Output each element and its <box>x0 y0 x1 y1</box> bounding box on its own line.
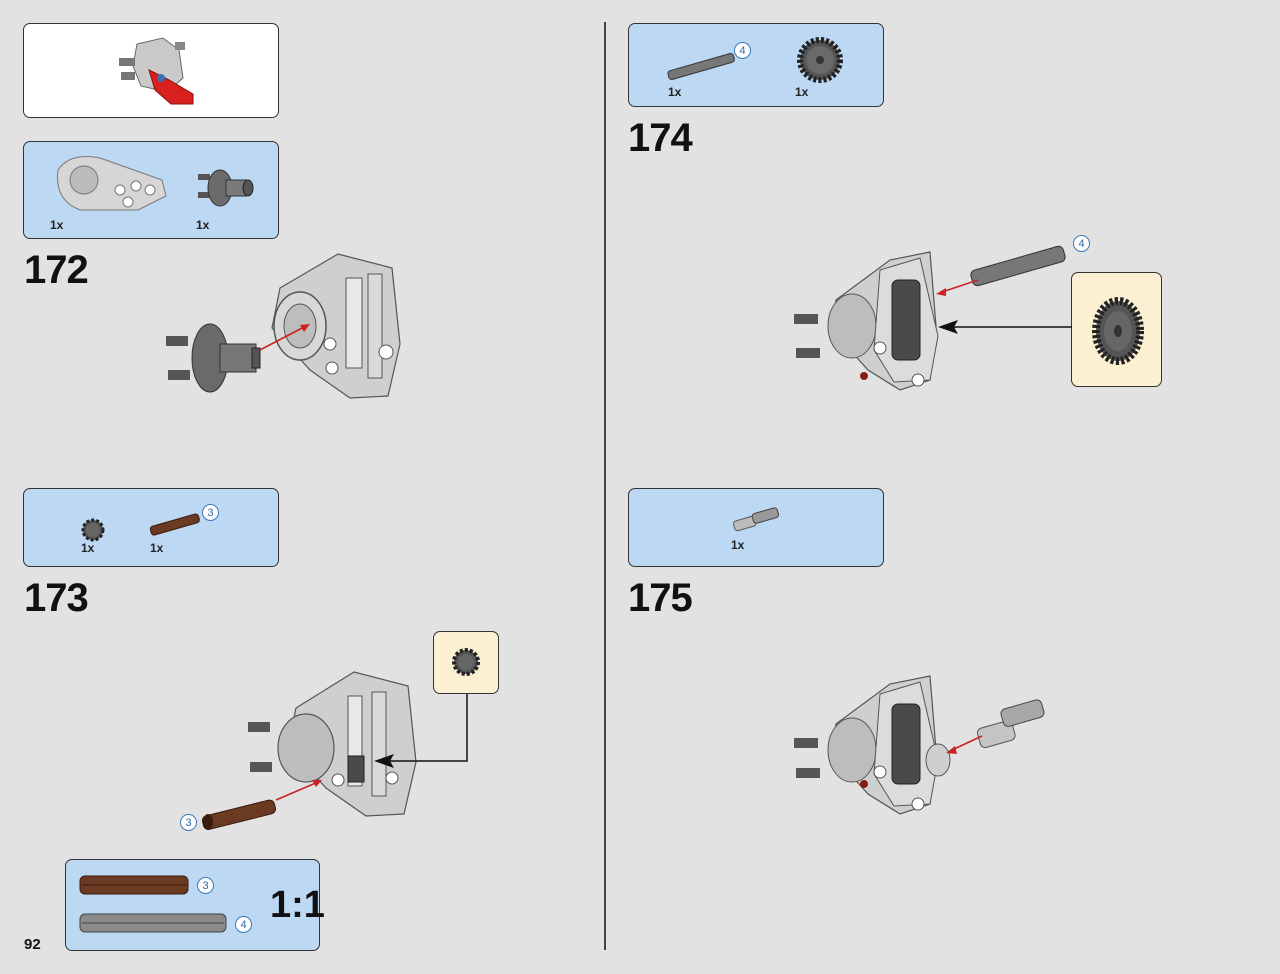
step-number: 175 <box>628 576 693 620</box>
step-175-assembly <box>794 675 1045 815</box>
page-number: 92 <box>24 936 41 953</box>
scale-length-badge: 3 <box>197 877 214 894</box>
step-175-parts-panel: 1x <box>628 488 884 567</box>
axle-length-badge: 4 <box>734 42 751 59</box>
housing-part-icon <box>56 156 167 211</box>
submodel-thumbnail <box>119 37 194 105</box>
axle-length-badge: 4 <box>1073 235 1090 252</box>
step-172-assembly <box>166 253 401 399</box>
step-number: 174 <box>628 116 693 160</box>
scale-guide-panel: 3 4 1:1 <box>65 859 325 951</box>
part-qty: 1x <box>81 541 95 555</box>
step-174-assembly <box>794 245 1072 391</box>
part-qty: 1x <box>731 538 745 552</box>
step-173-parts-panel: 1x 3 1x <box>23 488 279 567</box>
brown-axle-part-icon <box>149 513 200 536</box>
step-173-callout <box>433 631 499 694</box>
scale-length-badge: 4 <box>235 916 252 933</box>
axle-length-badge: 3 <box>180 814 197 831</box>
gray-axle-scale-icon <box>79 913 227 933</box>
part-qty: 1x <box>150 541 164 555</box>
brown-axle-scale-icon <box>79 875 189 895</box>
large-gear-part-icon <box>797 37 843 83</box>
part-qty: 1x <box>795 85 809 99</box>
driveshaft-hub-part-icon <box>198 169 254 207</box>
gray-axle-part-icon <box>667 52 735 80</box>
scale-label: 1:1 <box>270 884 325 926</box>
step-173-assembly <box>201 671 468 830</box>
page-divider <box>604 22 606 950</box>
step-number: 172 <box>24 248 89 292</box>
small-gear-part-icon <box>81 518 105 542</box>
part-qty: 1x <box>50 218 64 232</box>
step-174-callout <box>1071 272 1162 387</box>
universal-joint-part-icon <box>733 507 780 532</box>
step-174-parts-panel: 4 1x 1x <box>628 23 884 107</box>
part-qty: 1x <box>196 218 210 232</box>
small-gear-icon <box>452 648 480 676</box>
step-172-parts-panel: 1x 1x <box>23 141 279 239</box>
part-qty: 1x <box>668 85 682 99</box>
large-gear-icon <box>1092 297 1144 365</box>
submodel-reference-box <box>23 23 279 118</box>
step-number: 173 <box>24 576 89 620</box>
axle-length-badge: 3 <box>202 504 219 521</box>
